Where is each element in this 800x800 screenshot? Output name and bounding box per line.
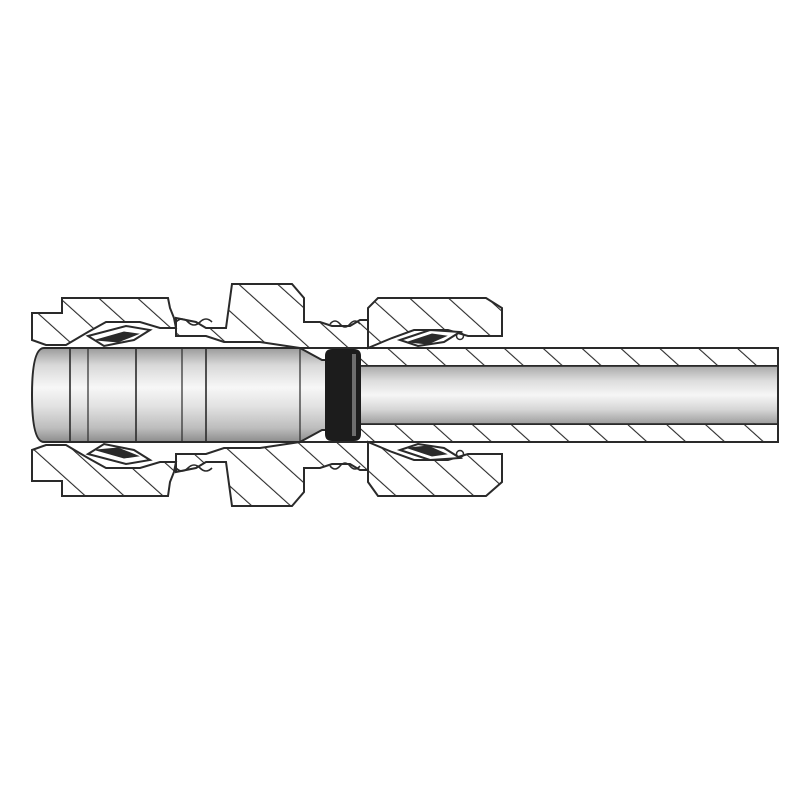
right-tube-wall-lower [349, 423, 779, 443]
right-tube-bore [349, 365, 779, 425]
left-ferrules-lower [85, 442, 153, 466]
left-nut-upper [31, 297, 178, 346]
seal-ring [325, 349, 361, 441]
center-body-lower [175, 441, 369, 507]
right-tube-wall-upper [349, 347, 779, 367]
right-ferrules-lower [396, 442, 465, 462]
left-ferrules-upper [85, 324, 153, 348]
right-ferrules-upper [396, 328, 465, 348]
left-tube-stub [30, 347, 331, 443]
right-nut-lower [367, 440, 503, 497]
center-body-upper [175, 283, 369, 349]
right-nut-upper [367, 297, 503, 350]
